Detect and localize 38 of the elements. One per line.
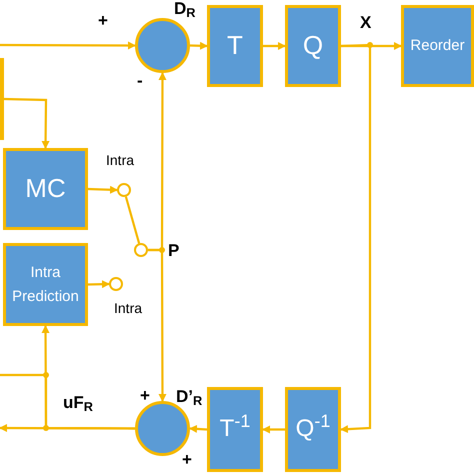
arrow bbox=[189, 424, 208, 433]
bar-node bbox=[0, 58, 4, 140]
box-label: Q bbox=[302, 29, 324, 62]
signal-label: X bbox=[360, 12, 372, 34]
box-label: T$^{-1}$ bbox=[220, 410, 250, 444]
process-box bbox=[401, 5, 474, 87]
process-box bbox=[3, 243, 88, 326]
signal-label: Intra bbox=[114, 300, 142, 318]
process-box bbox=[285, 387, 341, 472]
arrow bbox=[0, 41, 136, 50]
signal-label: P bbox=[168, 240, 180, 262]
signal-label: Intra bbox=[106, 152, 134, 170]
arrow bbox=[148, 248, 166, 402]
arrow bbox=[88, 186, 118, 194]
process-box bbox=[285, 5, 341, 87]
box-label: MC bbox=[25, 172, 66, 206]
arrow bbox=[340, 44, 372, 434]
process-box bbox=[3, 148, 88, 230]
arrow bbox=[88, 280, 110, 288]
switch-line bbox=[0, 374, 135, 430]
process-box bbox=[207, 387, 263, 472]
arrow bbox=[262, 426, 285, 434]
arrow bbox=[190, 42, 208, 50]
signal-label: - bbox=[137, 70, 143, 92]
signal-label: uF$_{R}$ bbox=[63, 392, 93, 414]
arrow bbox=[4, 98, 50, 149]
signal-label: + bbox=[140, 385, 150, 406]
box-label: Intra Prediction bbox=[11, 262, 80, 306]
arrow bbox=[263, 42, 286, 50]
signal-label: + bbox=[182, 449, 192, 470]
switch-line bbox=[124, 196, 140, 244]
process-box bbox=[207, 5, 263, 87]
box-label: Reorder bbox=[410, 36, 465, 56]
signal-label: D’$_{R}$ bbox=[176, 386, 202, 408]
box-label: T bbox=[227, 29, 243, 62]
signal-label: + bbox=[98, 10, 108, 32]
box-label: Q$^{-1}$ bbox=[296, 410, 330, 444]
signal-label: D$_{R}$ bbox=[174, 0, 196, 20]
